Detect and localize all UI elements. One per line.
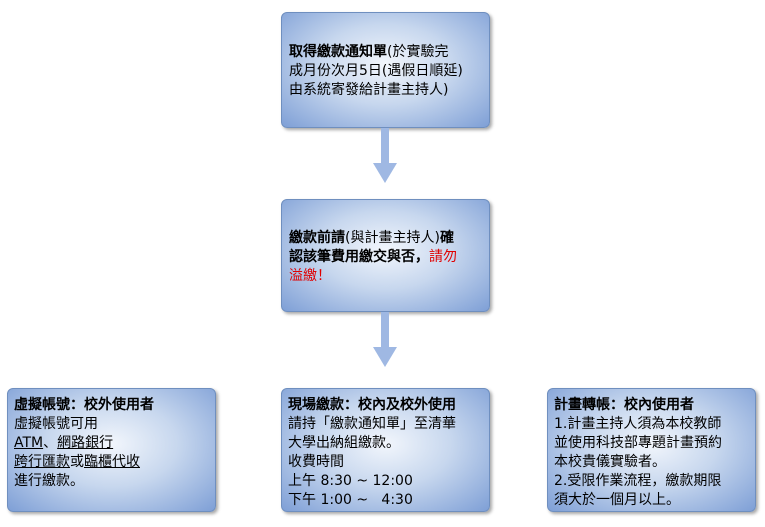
box5-line2: 並使用科技部專題計畫預約 xyxy=(554,435,722,451)
box3-line4: 進行繳款。 xyxy=(14,473,84,489)
online-banking-link: 網路銀行 xyxy=(57,435,114,451)
box5-line4: 2.受限作業流程，繳款期限 xyxy=(554,473,722,489)
option-project-transfer-box: 計畫轉帳：校內使用者 1.計畫主持人須為本校教師 並使用科技部專題計畫預約 本校… xyxy=(547,388,756,512)
option-onsite-payment-box: 現場繳款：校內及校外使用 請持「繳款通知單」至清華 大學出納組繳款。 收費時間 … xyxy=(281,388,490,512)
box3-line1: 虛擬帳號可用 xyxy=(14,416,98,432)
box3-or: 或 xyxy=(70,454,84,470)
box4-line3: 收費時間 xyxy=(288,454,344,470)
arrow-1-head xyxy=(373,163,397,183)
box1-line2: 成月份次月5日(遇假日順延) xyxy=(289,63,463,79)
box4-line5: 下午 1:00 ~ 4:30 xyxy=(288,492,413,508)
counter-payment-link: 臨櫃代收 xyxy=(84,454,140,470)
box4-line4: 上午 8:30 ~ 12:00 xyxy=(288,473,413,489)
box3-title: 虛擬帳號：校外使用者 xyxy=(14,397,154,413)
box1-line1-rest: (於實驗完 xyxy=(387,44,449,60)
atm-link: ATM xyxy=(14,435,44,451)
box2-line1: 繳款前請(與計畫主持人)確 xyxy=(289,229,483,248)
box5-title: 計畫轉帳：校內使用者 xyxy=(554,397,694,413)
box2-bold1: 繳款前請 xyxy=(289,230,345,246)
down-arrow-2 xyxy=(373,312,397,367)
box2-warning-part2: 溢繳！ xyxy=(289,268,331,284)
interbank-transfer-link: 跨行匯款 xyxy=(14,454,70,470)
box1-line3: 由系統寄發給計畫主持人) xyxy=(289,82,449,98)
down-arrow-1 xyxy=(373,128,397,183)
box4-line2: 大學出納組繳款。 xyxy=(288,435,400,451)
box2-bold1b: 確 xyxy=(439,230,454,246)
box4-title: 現場繳款：校內及校外使用 xyxy=(288,397,456,413)
box3-line2: ATM、網路銀行 xyxy=(14,434,209,453)
box5-line5: 須大於一個月以上。 xyxy=(554,492,680,508)
box3-line3: 跨行匯款或臨櫃代收 xyxy=(14,453,209,472)
box2-bold2: 認該筆費用繳交與否， xyxy=(289,249,429,265)
box5-line3: 本校貴儀實驗者。 xyxy=(554,454,666,470)
step-confirm-payment-box: 繳款前請(與計畫主持人)確 認該筆費用繳交與否，請勿 溢繳！ xyxy=(281,199,490,312)
step-receive-notice-box: 取得繳款通知單(於實驗完 成月份次月5日(遇假日順延) 由系統寄發給計畫主持人) xyxy=(281,12,490,128)
box2-warning-part1: 請勿 xyxy=(429,249,457,265)
box1-line1: 取得繳款通知單(於實驗完 xyxy=(289,43,483,62)
box1-heading: 取得繳款通知單 xyxy=(289,44,387,60)
box2-rest1: (與計畫主持人) xyxy=(345,230,440,246)
box2-line2: 認該筆費用繳交與否，請勿 xyxy=(289,248,483,267)
option-virtual-account-box: 虛擬帳號：校外使用者 虛擬帳號可用 ATM、網路銀行 跨行匯款或臨櫃代收 進行繳… xyxy=(7,388,216,512)
arrow-2-shaft xyxy=(381,312,389,348)
arrow-1-shaft xyxy=(381,128,389,164)
box3-sep: 、 xyxy=(43,435,58,451)
arrow-2-head xyxy=(373,347,397,367)
box5-line1: 1.計畫主持人須為本校教師 xyxy=(554,416,722,432)
box4-line1: 請持「繳款通知單」至清華 xyxy=(288,416,456,432)
